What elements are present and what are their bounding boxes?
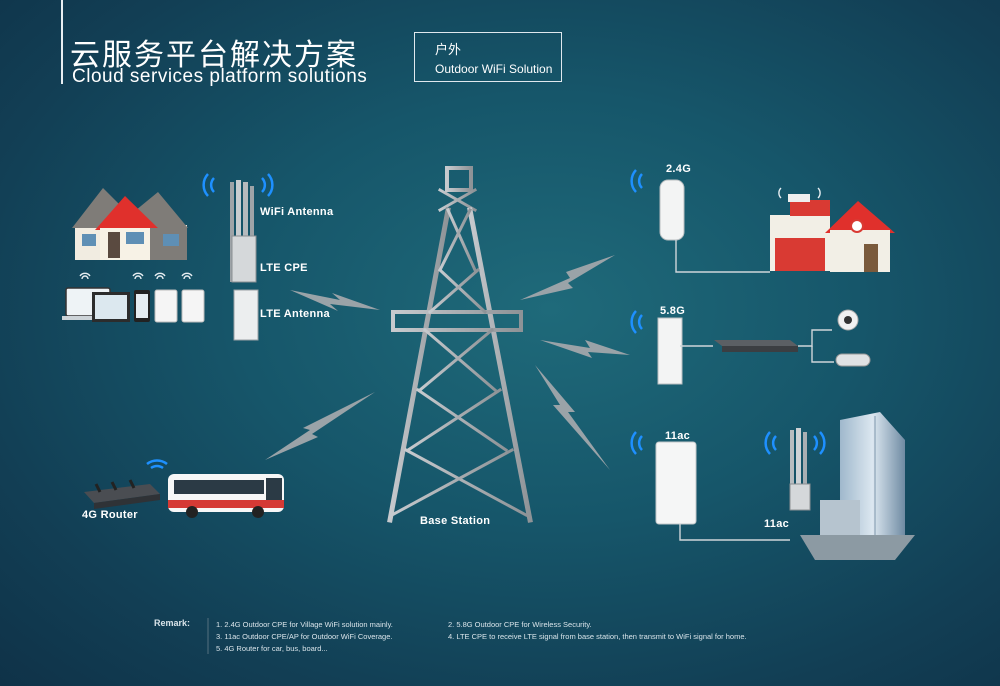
remark-title: Remark: [154,618,191,628]
label-wifi-antenna: WiFi Antenna [260,206,334,218]
label-lte-antenna: LTE Antenna [260,308,330,320]
antenna-wifi-icons [202,173,274,197]
user-devices [62,287,205,323]
bolt-router [265,392,375,460]
wifi-antenna-device [230,180,259,341]
cpe-24g-device [659,179,770,273]
outdoor-ap-antenna [789,428,811,511]
label-11ac: 11ac [665,430,691,442]
solution-label-en: Outdoor WiFi Solution [435,62,553,76]
remark-item-2: 2. 5.8G Outdoor CPE for Wireless Securit… [448,620,592,629]
bolt-lte [290,290,380,311]
remark-item-1: 1. 2.4G Outdoor CPE for Village WiFi sol… [216,620,393,629]
cpe-24g-wifi-icon [630,169,643,193]
label-11ac-ap: 11ac [764,518,790,530]
cpe-58g-device [657,309,871,385]
cpe-11ac-wifi-icon [630,431,643,455]
bus [168,474,284,518]
house-right-wifi-icon [778,187,821,199]
signal-bolts [265,255,630,470]
router-4g-device [84,479,160,509]
bolt-24g [520,255,615,300]
cpe-11ac-device [655,441,790,541]
page-title-cn: 云服务平台解决方案 [70,38,358,73]
home-house-right [770,194,895,272]
bolt-11ac [535,365,610,470]
label-base-station: Base Station [420,515,491,527]
solution-label-cn: 户外 [435,43,462,58]
cpe-58g-wifi-icon [630,310,643,334]
bolt-58g [540,340,630,358]
office-building [800,412,915,560]
label-58g: 5.8G [660,305,686,317]
page-title-en: Cloud services platform solutions [72,66,368,87]
remark-item-5: 5. 4G Router for car, bus, board... [216,644,328,653]
label-lte-cpe: LTE CPE [260,262,308,274]
device-wifi-icons [79,272,193,280]
label-4g-router: 4G Router [82,509,138,521]
header-divider-line [61,0,63,84]
home-house [72,188,188,260]
label-24g: 2.4G [666,163,692,175]
solution-box: 户外 Outdoor WiFi Solution [414,32,562,82]
remark-item-4: 4. LTE CPE to receive LTE signal from ba… [448,632,747,641]
remark-item-3: 3. 11ac Outdoor CPE/AP for Outdoor WiFi … [216,632,393,641]
router-wifi-icon [146,459,168,470]
ap-wifi-icons [764,431,826,455]
base-station-tower [387,166,533,523]
